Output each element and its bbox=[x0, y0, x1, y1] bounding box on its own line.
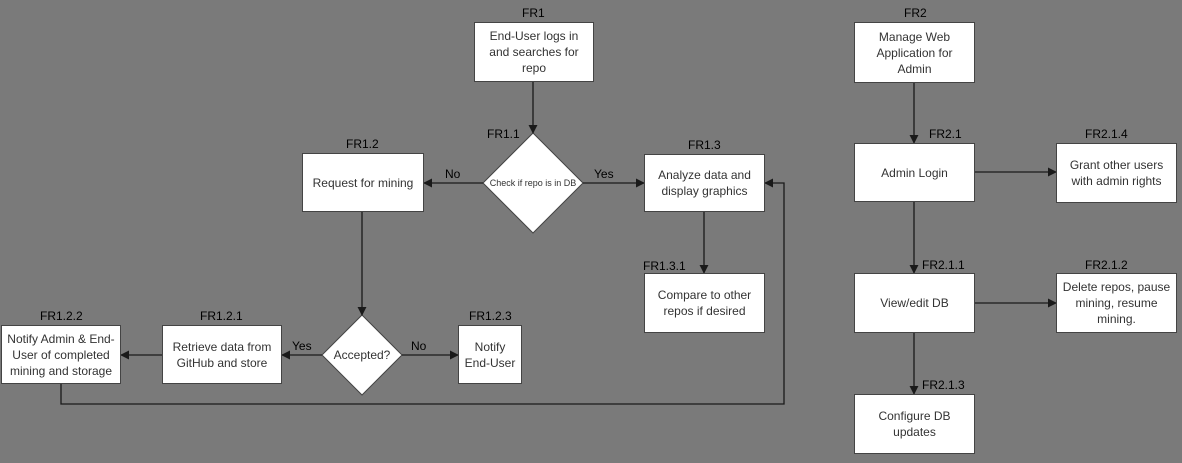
process-box-fr2-1-4: Grant other users with admin rights bbox=[1056, 143, 1177, 203]
process-box-fr2-1: Admin Login bbox=[854, 143, 975, 202]
process-box-fr1-3-1: Compare to other repos if desired bbox=[644, 273, 765, 333]
process-box-fr1: End-User logs in and searches for repo bbox=[474, 22, 594, 82]
process-box-fr2-1-2: Delete repos, pause mining, resume minin… bbox=[1056, 273, 1177, 333]
process-box-fr1-3: Analyze data and display graphics bbox=[644, 154, 765, 212]
node-id-fr1-2-3: FR1.2.3 bbox=[469, 309, 512, 323]
edge-label-no: No bbox=[411, 339, 427, 353]
process-box-fr2-1-1: View/edit DB bbox=[854, 273, 975, 333]
node-id-fr1-2-2: FR1.2.2 bbox=[40, 309, 83, 323]
decision-text-accepted: Accepted? bbox=[333, 348, 391, 362]
decision-text-repo-in-db: Check if repo is in DB bbox=[489, 178, 577, 188]
node-id-fr1-3: FR1.3 bbox=[688, 138, 721, 152]
node-id-fr2-1-2: FR2.1.2 bbox=[1085, 258, 1128, 272]
process-box-fr2-1-3: Configure DB updates bbox=[854, 394, 975, 454]
edge-label-yes: Yes bbox=[292, 339, 312, 353]
process-box-fr1-2-1: Retrieve data from GitHub and store bbox=[162, 325, 282, 384]
node-id-fr2-1-4: FR2.1.4 bbox=[1085, 127, 1128, 141]
process-box-fr1-2-3: Notify End-User bbox=[458, 325, 522, 384]
edge-notify-admin-to-analyze bbox=[60, 178, 785, 405]
node-id-fr2-1-1: FR2.1.1 bbox=[922, 258, 965, 272]
node-id-fr1-3-1: FR1.3.1 bbox=[643, 259, 686, 273]
process-box-fr2: Manage Web Application for Admin bbox=[854, 22, 975, 83]
decision-diamond-accepted bbox=[321, 314, 403, 396]
node-id-fr1: FR1 bbox=[522, 6, 545, 20]
process-box-fr1-2: Request for mining bbox=[302, 153, 424, 212]
node-id-fr1-2: FR1.2 bbox=[346, 137, 379, 151]
node-id-fr1-1: FR1.1 bbox=[487, 127, 520, 141]
node-id-fr2: FR2 bbox=[904, 6, 927, 20]
edge-label-yes: Yes bbox=[594, 167, 614, 181]
node-id-fr2-1-3: FR2.1.3 bbox=[922, 378, 965, 392]
node-id-fr1-2-1: FR1.2.1 bbox=[200, 309, 243, 323]
process-box-fr1-2-2: Notify Admin & End-User of completed min… bbox=[1, 325, 121, 384]
node-id-fr2-1: FR2.1 bbox=[929, 127, 962, 141]
edge-label-no: No bbox=[445, 167, 461, 181]
decision-diamond-repo-in-db bbox=[482, 132, 584, 234]
